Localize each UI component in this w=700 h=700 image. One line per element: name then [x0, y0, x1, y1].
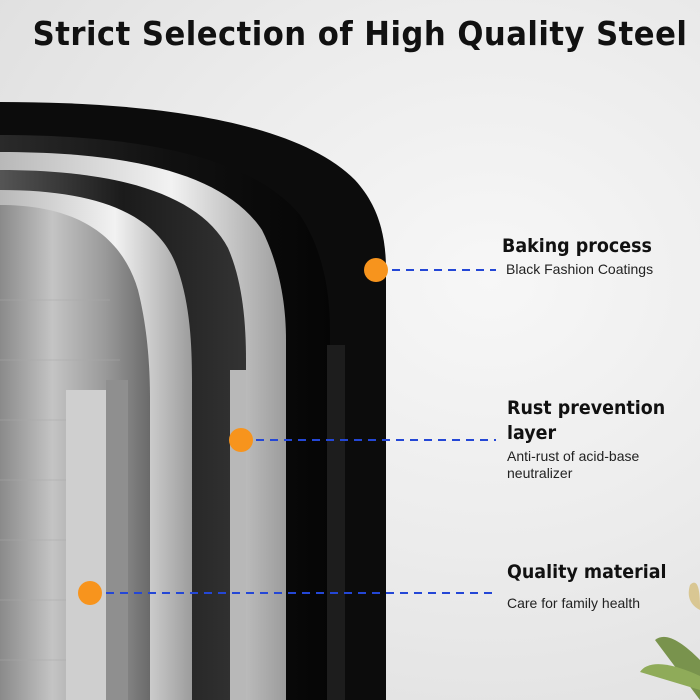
page-title: Strict Selection of High Quality Steel [32, 14, 688, 53]
callout-rust-prevention: Rust prevention layer Anti-rust of acid-… [507, 396, 687, 482]
marker-dot-material [78, 581, 102, 605]
callout-quality-material: Quality material Care for family health [507, 560, 697, 612]
marker-dot-rust [229, 428, 253, 452]
callout-text: Black Fashion Coatings [506, 260, 654, 277]
callout-heading: Quality material [507, 561, 667, 583]
callout-heading: Rust prevention layer [507, 397, 666, 444]
callout-text: Anti-rust of acid-base neutralizer [507, 448, 640, 482]
callout-text: Care for family health [507, 594, 641, 611]
marker-dot-baking [364, 258, 388, 282]
plant-decoration [640, 582, 700, 700]
callout-heading: Baking process [502, 235, 652, 257]
callout-baking-process: Baking process Black Fashion Coatings [502, 234, 692, 278]
